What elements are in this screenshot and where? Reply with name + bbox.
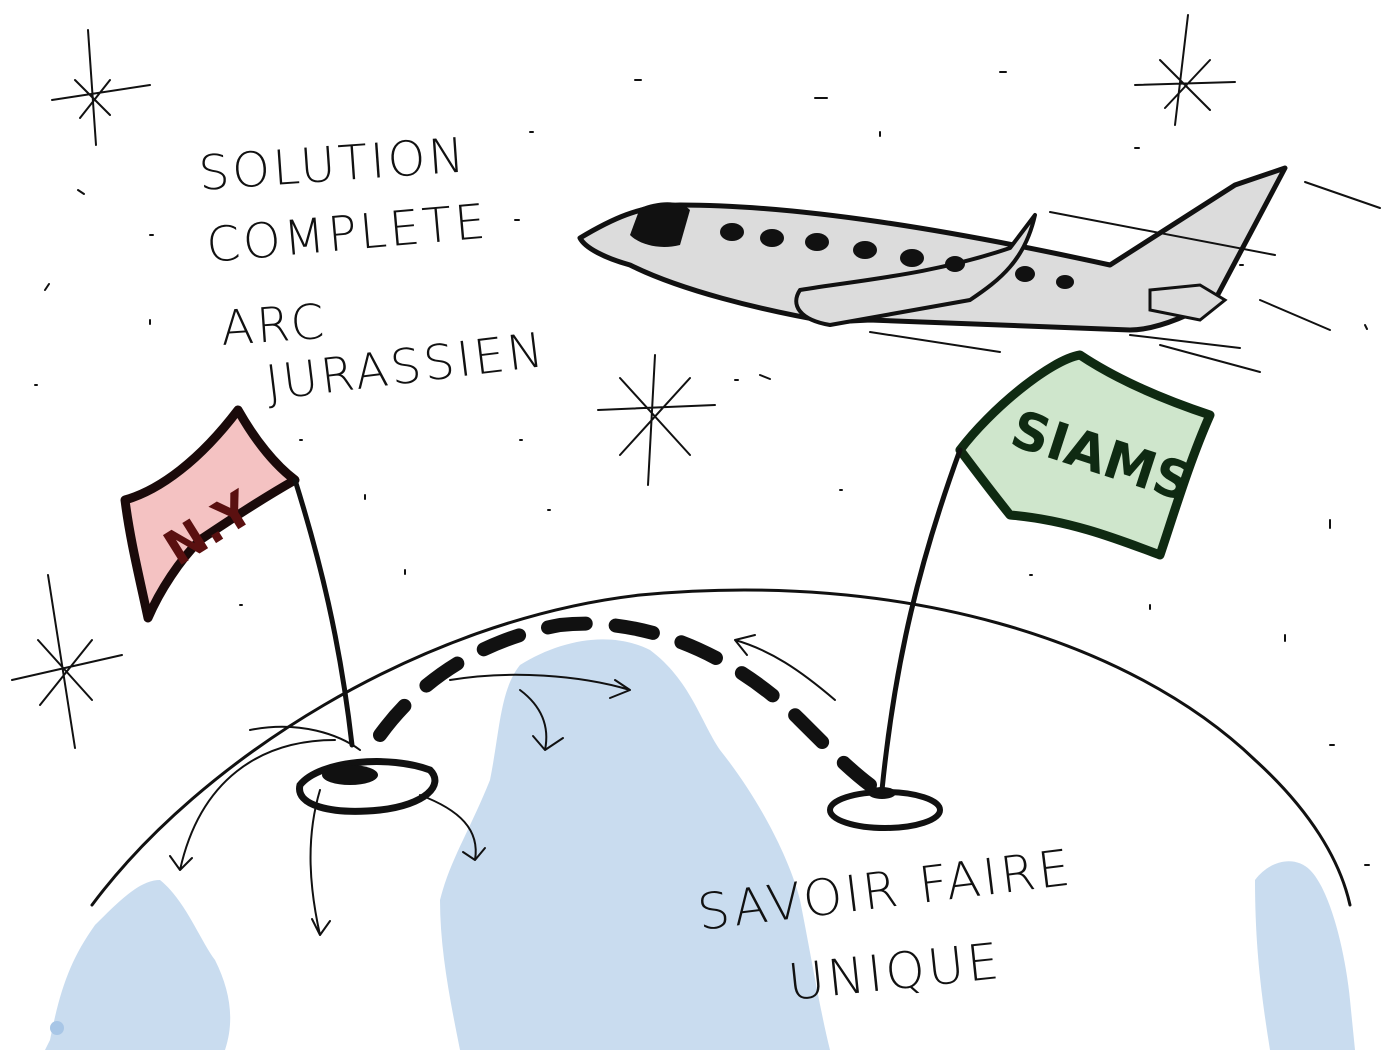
hole-right — [830, 787, 940, 828]
sparkle-icon — [12, 575, 122, 748]
solution-line-1: SOLUTION — [197, 127, 469, 202]
sparkle-icon — [598, 355, 715, 485]
solution-line-2: COMPLETE — [204, 194, 490, 274]
flag-icon — [125, 410, 352, 745]
sparkle-icon — [52, 30, 150, 145]
sparkle-icon — [1135, 15, 1235, 125]
water-patches — [45, 639, 1355, 1050]
airplane-icon — [580, 168, 1380, 372]
solution-text: SOLUTION COMPLETE ARC JURASSIEN — [197, 127, 549, 412]
hole-left — [300, 762, 435, 812]
savoir-line-2: UNIQUE — [785, 932, 1004, 1012]
solution-line-3: ARC — [219, 294, 329, 357]
